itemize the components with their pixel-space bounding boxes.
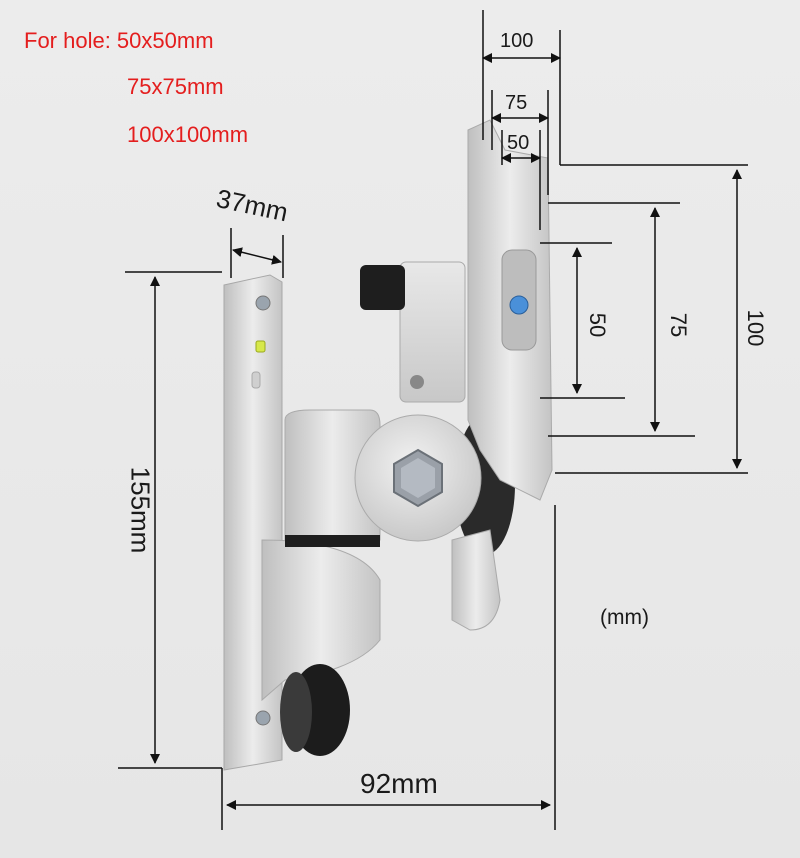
dimension-lines: [118, 10, 748, 830]
hole-note-line2: 75x75mm: [127, 74, 224, 99]
arm-lower: [261, 539, 381, 756]
dim-top-75: 75: [505, 92, 528, 114]
dim-top-100: 100: [500, 30, 534, 52]
vesa-plate: [467, 119, 553, 501]
dim-top-50: 50: [507, 132, 530, 154]
dim-width: 92mm: [360, 768, 438, 799]
dim-side-75: 75: [666, 312, 691, 338]
dim-height: 155mm: [125, 466, 156, 554]
head-housing: [360, 261, 466, 403]
handle-lever: [451, 529, 501, 631]
hole-note-line3: 100x100mm: [127, 122, 249, 147]
dim-side-100: 100: [743, 309, 768, 347]
hole-note-line1: For hole: 50x50mm: [24, 28, 214, 53]
unit-label: (mm): [600, 606, 649, 629]
arm-pivot: [284, 409, 381, 547]
dim-side-50: 50: [585, 312, 610, 338]
wall-plate: [223, 274, 283, 771]
